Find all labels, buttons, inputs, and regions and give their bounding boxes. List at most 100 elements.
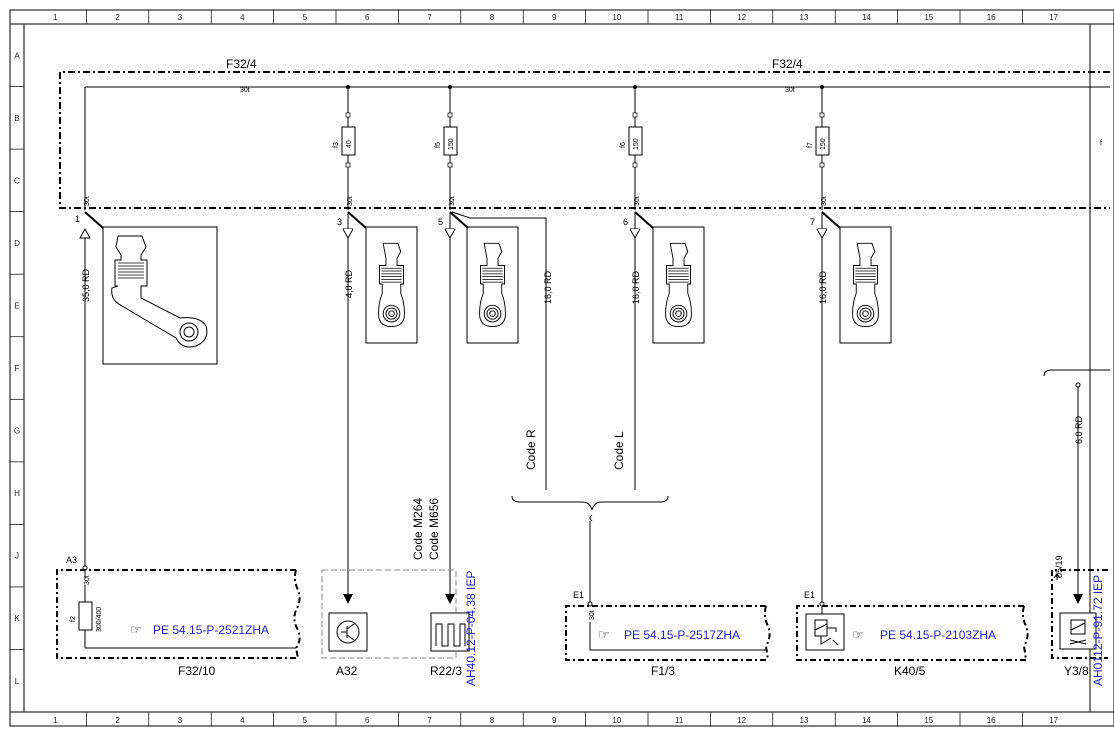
component-k40-5: E1 ☞ PE 54.15-P-2103ZHA K40/5 (796, 590, 1029, 678)
ruler-column-label: 10 (612, 716, 621, 725)
fuse-rating: 150 (448, 138, 455, 150)
ruler-column-label: 13 (800, 13, 809, 22)
doc-reference-link[interactable]: PE 54.15-P-2521ZHA (153, 623, 269, 637)
fuse-f7: 150 f7 30t (807, 85, 830, 210)
ruler-column-label: 1 (53, 716, 58, 725)
terminal-label: 30t (449, 196, 456, 206)
y3-8-feed: 6,0 RD 05/19 (1043, 369, 1110, 604)
code-m264-label: Code M264 (411, 498, 425, 560)
ruler-column-label: 9 (552, 13, 557, 22)
ruler-column-label: 3 (178, 13, 183, 22)
connector-label: E1 (804, 590, 815, 600)
code-brace (511, 495, 669, 602)
ruler-column-label: 12 (737, 716, 746, 725)
component-f1-3: E1 30t ☞ PE 54.15-P-2517ZHA F1/3 (565, 590, 771, 678)
doc-reference-link[interactable]: PE 54.15-P-2103ZHA (880, 628, 996, 642)
output-5: 5 16,0 RD Code R (438, 211, 553, 604)
ruler-column-label: 8 (490, 13, 495, 22)
output-3: 3 4,0 RD (337, 211, 418, 604)
wire-label: 35,0 RD (81, 268, 91, 302)
ruler-column-label: 7 (427, 13, 432, 22)
ruler-column-label: 4 (240, 13, 245, 22)
ruler-column-label: 16 (987, 13, 996, 22)
ruler-column-label: 5 (303, 13, 308, 22)
ruler-column-label: 1 (53, 13, 58, 22)
component-label: K40/5 (894, 664, 926, 678)
pin-label: 5 (438, 217, 443, 227)
ruler-row-label: J (15, 552, 19, 561)
ruler-column-label: 14 (862, 716, 871, 725)
fuse-name: f3 (333, 142, 340, 148)
ruler-row-label: C (14, 176, 20, 185)
ring-terminal-icon (378, 242, 405, 328)
fuse-name: f6 (620, 142, 627, 148)
component-a32-r22-3-box (321, 569, 457, 659)
component-label: A32 (336, 664, 358, 678)
wire-label: 16,0 RD (631, 270, 641, 304)
bus-label: 30t (240, 87, 250, 94)
code-m656-label: Code M656 (427, 498, 441, 560)
fuse-rating: 40 (346, 140, 353, 148)
ruler-column-label: 16 (987, 716, 996, 725)
wire-label: 4,0 RD (344, 269, 354, 298)
ruler-column-label: 8 (490, 716, 495, 725)
pin-label: 6 (623, 217, 628, 227)
component-a32: A32 (328, 612, 368, 678)
ruler-column-label: 6 (365, 716, 370, 725)
hand-pointer-icon: ☞ (130, 622, 142, 637)
pin-label: 3 (337, 217, 342, 227)
ring-terminal-icon (852, 242, 879, 328)
fuse-rating: 150 (820, 138, 827, 150)
ruler-row-label: B (14, 114, 19, 123)
wire-label: 16,0 RD (543, 270, 553, 304)
output-7: 7 16,0 RD (810, 211, 892, 602)
component-label: F1/3 (651, 664, 675, 678)
ruler-column-label: 11 (675, 716, 684, 725)
ruler-row-label: A (14, 51, 20, 60)
ruler-column-label: 7 (427, 716, 432, 725)
ruler-row-label: D (14, 239, 20, 248)
terminal-label: 30t (634, 196, 641, 206)
terminal-label: 30t (347, 196, 354, 206)
code-l-label: Code L (612, 431, 626, 470)
fuse-f3: 40 f3 30t (333, 85, 356, 210)
ruler-column-label: 17 (1049, 13, 1058, 22)
ruler-column-label: 2 (115, 13, 120, 22)
terminal-label: 30t (84, 196, 91, 206)
wire-label: 16,0 RD (818, 270, 828, 304)
terminal-label: 30t (821, 196, 828, 206)
connector-label: A3 (66, 555, 77, 565)
ruler-column-label: 11 (675, 13, 684, 22)
fuse-f6: 150 f6 30t (620, 85, 643, 210)
component-y3-8: Y3/8 AH0112-P-91.72 IEP (1051, 569, 1108, 686)
ring-terminal-icon (665, 242, 692, 328)
doc-reference-link[interactable]: AH0112-P-91.72 IEP (1091, 575, 1105, 686)
component-label: R22/3 (430, 664, 462, 678)
fuse-rating: 150 (633, 138, 640, 150)
doc-reference-link[interactable]: PE 54.15-P-2517ZHA (624, 628, 740, 642)
fuse-name: f (1100, 140, 1102, 147)
cross-ref-label: 05/19 (1054, 555, 1064, 578)
ruler-column-label: 15 (924, 716, 933, 725)
ruler-column-label: 4 (240, 716, 245, 725)
fuse-name: f5 (435, 142, 442, 148)
fuse-name: f7 (807, 142, 814, 148)
ruler-column-label: 9 (552, 716, 557, 725)
ruler-column-label: 3 (178, 716, 183, 725)
component-label: F32/10 (178, 664, 216, 678)
fuse-rating: 300/400 (96, 607, 103, 632)
ruler-column-label: 17 (1049, 716, 1058, 725)
ruler-column-label: 12 (737, 13, 746, 22)
terminal-label: 30t (84, 575, 91, 585)
terminal-label: 30t (589, 610, 596, 620)
component-label: Y3/8 (1064, 664, 1089, 678)
doc-reference-link[interactable]: AH40.12-P-04.38 IEP (464, 571, 478, 686)
component-f32-10: A3 30t f2 300/400 ☞ PE 54.15-P-2521ZHA F… (56, 555, 301, 678)
ruler-row-label: H (14, 489, 20, 498)
